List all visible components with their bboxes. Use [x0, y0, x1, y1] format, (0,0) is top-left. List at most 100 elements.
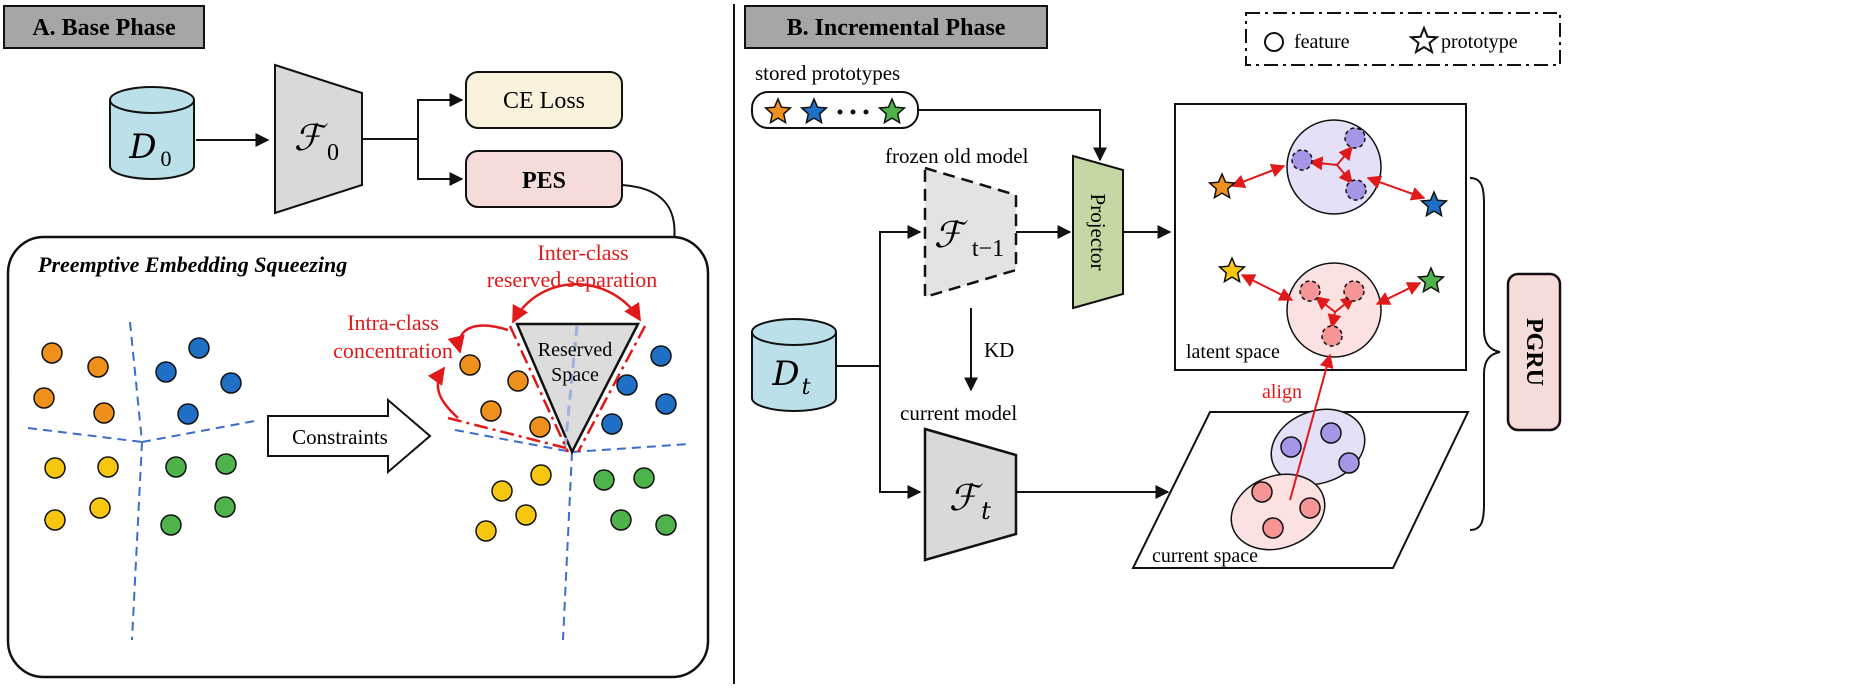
arrow-dt-to-current — [879, 366, 922, 499]
feature-dot — [44, 457, 66, 479]
feature-dot — [507, 370, 529, 392]
feature-dot — [610, 509, 632, 531]
latent-prototype-yellow — [1217, 256, 1247, 284]
right-cluster-boundaries — [454, 429, 691, 641]
feature-dot — [601, 413, 623, 435]
feature-dot — [188, 337, 210, 359]
feature-dot — [33, 387, 55, 409]
dataset-d0-cylinder: D 0 — [109, 86, 195, 180]
arrow-dt-to-old — [836, 225, 922, 367]
feature-dot — [215, 453, 237, 475]
latent-feature-dot — [1343, 280, 1365, 302]
pes-detail-title: Preemptive Embedding Squeezing — [37, 252, 347, 277]
current-feature-dot — [1299, 497, 1321, 519]
legend-feature-label: feature — [1294, 31, 1350, 53]
red-boundary-left — [508, 325, 570, 453]
current-model-sub: t — [981, 497, 991, 525]
legend-prototype-label: prototype — [1441, 31, 1518, 53]
projector: Projector — [1072, 154, 1124, 310]
feature-dot — [160, 514, 182, 536]
latent-feature-dot — [1321, 325, 1343, 347]
ellipsis-dot — [863, 109, 869, 115]
pes-box — [465, 150, 623, 208]
red-boundary-right — [576, 325, 647, 453]
current-feature-dot — [1251, 481, 1273, 503]
incremental-phase-header: B. Incremental Phase — [787, 15, 1006, 41]
old-model-sub: t−1 — [972, 236, 1004, 262]
feature-dot — [633, 467, 655, 489]
current-model-label: current model — [900, 401, 1017, 425]
ce-loss-label: CE Loss — [503, 88, 585, 114]
feature-dot — [616, 374, 638, 396]
latent-prototype-orange — [1207, 172, 1237, 200]
reserved-label-line1: Reserved — [538, 339, 612, 361]
current-feature-dot — [1320, 422, 1342, 444]
model-f0: ℱ 0 — [274, 63, 363, 215]
dataset-dt-label: D — [771, 354, 799, 394]
right-feature-dots — [459, 345, 677, 542]
prototype-star-green — [877, 97, 907, 125]
old-model-ft1: ℱ t−1 — [923, 166, 1018, 299]
latent-space-label: latent space — [1186, 341, 1280, 363]
inter-class-label-line1: Inter-class — [537, 240, 628, 265]
intra-class-label-line2: concentration — [333, 338, 453, 363]
feature-dot — [655, 514, 677, 536]
stored-prototypes-box — [751, 91, 919, 129]
legend-feature-icon — [1264, 32, 1284, 52]
ellipsis-dot — [837, 109, 843, 115]
legend: feature prototype — [1245, 12, 1561, 66]
frozen-old-model-label: frozen old model — [885, 144, 1029, 168]
feature-dot — [165, 456, 187, 478]
current-feature-dot — [1262, 517, 1284, 539]
dataset-dt-sub: t — [802, 375, 811, 400]
reserved-label-line2: Space — [551, 364, 599, 386]
feature-dot — [41, 342, 63, 364]
latent-feature-dot — [1291, 149, 1313, 171]
feature-dot — [97, 456, 119, 478]
feature-dot — [480, 400, 502, 422]
constraints-label: Constraints — [292, 425, 388, 449]
latent-prototype-green — [1416, 266, 1446, 294]
incremental-phase-header-box — [744, 5, 1048, 49]
dataset-dt-cylinder: D t — [751, 318, 837, 412]
align-arrow — [1289, 353, 1334, 501]
latent-space-box: latent space — [1174, 103, 1467, 371]
feature-dot — [529, 416, 551, 438]
feature-dot — [89, 497, 111, 519]
feature-dot — [177, 403, 199, 425]
feature-dot — [593, 469, 615, 491]
pgru-brace — [1469, 177, 1501, 531]
pgru-label: PGRU — [1521, 318, 1547, 386]
ellipsis-dot — [850, 109, 856, 115]
base-phase-header-box — [3, 5, 205, 49]
intra-class-label-line1: Intra-class — [347, 310, 439, 335]
feature-dot — [87, 356, 109, 378]
current-space-label: current space — [1152, 545, 1258, 567]
current-model-ft: ℱ t — [923, 427, 1018, 562]
kd-label: KD — [984, 338, 1014, 362]
feature-dot — [530, 464, 552, 486]
feature-dot — [655, 393, 677, 415]
legend-prototype-icon — [1408, 25, 1440, 55]
prototype-star-orange — [763, 97, 793, 125]
feature-dot — [220, 372, 242, 394]
base-phase-section: A. Base Phase D 0 ℱ 0 CE Loss PES Preemp… — [3, 5, 710, 679]
inter-class-label-line2: reserved separation — [487, 267, 657, 292]
current-space-plane: current space — [1131, 408, 1470, 569]
stored-prototypes-label: stored prototypes — [755, 61, 900, 85]
arrow-f0-to-ce — [362, 93, 464, 140]
latent-feature-dot — [1345, 179, 1367, 201]
red-boundary-bottom — [447, 416, 567, 450]
inter-class-arrow — [511, 283, 642, 324]
projector-label: Projector — [1086, 194, 1110, 271]
latent-prototype-blue — [1419, 190, 1449, 218]
pes-label: PES — [522, 168, 566, 194]
arrow-f0-to-pes — [417, 139, 464, 186]
incremental-phase-section: B. Incremental Phase feature prototype s… — [744, 5, 1562, 569]
prototype-star-blue — [799, 97, 829, 125]
current-feature-dot — [1280, 436, 1302, 458]
feature-dot — [459, 354, 481, 376]
feature-dot — [650, 345, 672, 367]
model-f0-sub: 0 — [327, 140, 339, 166]
